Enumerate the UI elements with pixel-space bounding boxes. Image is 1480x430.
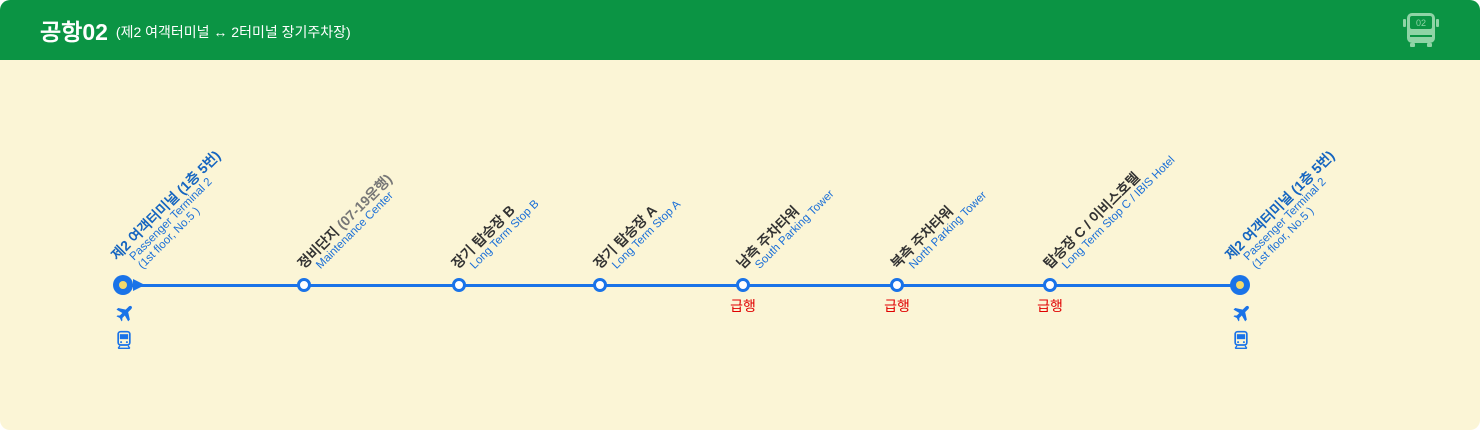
stop-marker[interactable] [1043,278,1057,292]
stop-label-south-parking[interactable]: 남측 주차타워 South Parking Tower [733,178,836,280]
stop-name: 남측 주차타워 [733,202,803,272]
stop-marker-start[interactable] [113,275,133,295]
stop-marker[interactable] [736,278,750,292]
route-line [123,284,1240,287]
bus-icon: 02 [1403,13,1439,47]
express-badge: 급행 [1037,298,1063,314]
train-icon [117,330,131,349]
express-badge: 급행 [730,298,756,314]
airplane-icon [116,305,132,322]
stop-name-en: Maintenance Center [313,189,396,272]
stop-marker[interactable] [297,278,311,292]
train-icon [1234,330,1248,349]
stop-name: 장기 탑승장 A [590,202,660,272]
stop-name: 장기 탑승장 B [448,202,518,272]
stop-marker[interactable] [593,278,607,292]
stop-label-terminal2-start[interactable]: 제2 여객터미널 (1층 5번) Passenger Terminal 2 (1… [108,148,241,280]
stop-marker[interactable] [890,278,904,292]
stop-name-en: Passenger Terminal 2 [127,175,215,263]
stop-marker[interactable] [452,278,466,292]
stop-name-en: Long Term Stop C / IBIS Hotel [1059,154,1178,272]
stop-label-north-parking[interactable]: 북측 주차타워 North Parking Tower [887,179,989,280]
stop-label-maintenance[interactable]: 정비단지 (07-19운행) Maintenance Center [294,171,403,280]
stop-name: 북측 주차타워 [887,202,957,272]
direction-arrow-icon [133,279,145,291]
airplane-icon [1233,305,1249,322]
stop-name-en: Passenger Terminal 2 [1241,175,1329,263]
route-header: 공항02 (제2 여객터미널 ↔ 2터미널 장기주차장) 02 [0,0,1480,60]
route-subtitle: (제2 여객터미널 ↔ 2터미널 장기주차장) [115,24,351,40]
stop-label-stop-c[interactable]: 탑승장 C / 이비스호텔 Long Term Stop C / IBIS Ho… [1040,144,1178,280]
stop-name: 탑승장 C / 이비스호텔 [1040,169,1143,272]
stop-label-terminal2-end[interactable]: 제2 여객터미널 (1층 5번) Passenger Terminal 2 (1… [1222,148,1355,280]
route-title: 공항02 [40,19,108,45]
stop-label-long-term-b[interactable]: 장기 탑승장 B Long Term Stop B [448,188,541,280]
stop-marker-end[interactable] [1230,275,1250,295]
bus-number: 02 [1416,18,1426,28]
stop-label-long-term-a[interactable]: 장기 탑승장 A Long Term Stop A [590,188,683,280]
express-badge: 급행 [884,298,910,314]
